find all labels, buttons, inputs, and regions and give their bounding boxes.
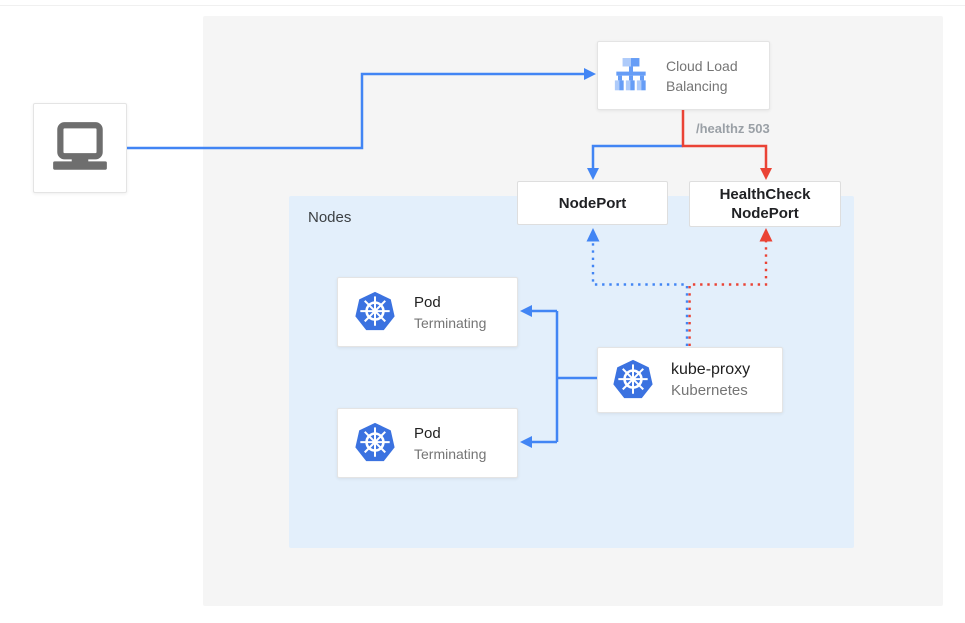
kubernetes-icon [355,422,395,462]
cloud-load-balancing-node: Cloud Load Balancing [597,41,770,110]
kubernetes-icon [355,291,395,331]
pod-title: Pod [414,424,441,442]
client-node [33,103,127,193]
nodes-panel-label: Nodes [308,209,352,226]
cloud-load-balancing-label: Cloud Load Balancing [666,57,738,94]
kube-proxy-node: kube-proxy Kubernetes [597,347,783,413]
pod-labels: Pod Terminating [414,292,486,333]
top-divider [0,5,965,6]
pod-status: Terminating [414,314,487,331]
kubernetes-icon [613,359,653,399]
pod-status: Terminating [414,445,487,462]
kube-proxy-title: kube-proxy [671,361,751,378]
nodeport-node: NodePort [517,181,668,225]
pod-title: Pod [414,293,441,311]
laptop-icon [53,122,107,170]
healthcheck-nodeport-label: HealthCheck NodePort [719,186,811,222]
pod-labels: Pod Terminating [414,423,486,464]
kube-proxy-labels: kube-proxy Kubernetes [671,359,750,401]
healthcheck-nodeport-node: HealthCheck NodePort [689,181,841,227]
pod-node-2: Pod Terminating [337,408,518,478]
kube-proxy-subtitle: Kubernetes [671,382,748,399]
cloud-load-balancing-icon [614,57,646,90]
nodeport-label: NodePort [558,194,627,212]
healthz-status-label: /healthz 503 [696,121,770,136]
pod-node-1: Pod Terminating [337,277,518,347]
